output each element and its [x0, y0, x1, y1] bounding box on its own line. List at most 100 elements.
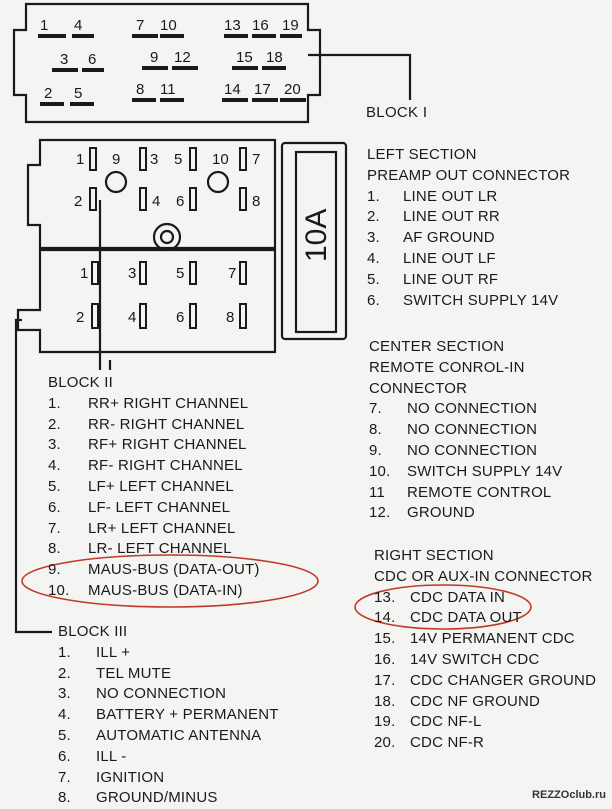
right-section: RIGHT SECTION CDC OR AUX-IN CONNECTOR 13… [374, 546, 596, 754]
list-item: 14.CDC DATA OUT [374, 609, 522, 627]
block3-title: BLOCK III [58, 623, 128, 640]
block3-leader [14, 318, 52, 634]
block3-housing [16, 248, 277, 354]
b1-pin-10: 10 [160, 17, 177, 34]
list-item: 4.BATTERY + PERMANENT [58, 706, 279, 724]
list-item: 3.AF GROUND [367, 229, 495, 247]
b1-pin-1: 1 [40, 17, 48, 34]
list-item: 10.MAUS-BUS (DATA-IN) [48, 581, 243, 599]
list-item: 16.14V SWITCH CDC [374, 650, 540, 668]
center-section: CENTER SECTION REMOTE CONROL-IN CONNECTO… [369, 337, 562, 524]
b2-pin-4: 4 [152, 193, 160, 210]
b2-pin-5: 5 [174, 151, 182, 168]
b3-pin-3: 3 [128, 265, 136, 282]
list-item: 10.SWITCH SUPPLY 14V [369, 462, 563, 480]
section-heading: LEFT SECTION [367, 146, 477, 163]
list-item: 17.CDC CHANGER GROUND [374, 671, 597, 689]
block2-pins [89, 147, 247, 329]
block1-housing [12, 2, 322, 124]
b1-pin-8: 8 [136, 81, 144, 98]
list-item: 9.MAUS-BUS (DATA-OUT) [48, 561, 260, 579]
list-item: 3.RF+ RIGHT CHANNEL [48, 436, 247, 454]
list-item: 15.14V PERMANENT CDC [374, 630, 575, 648]
section-heading: CONNECTOR [369, 379, 468, 397]
list-item: 5.LINE OUT RF [367, 270, 499, 288]
center-screw [152, 222, 182, 252]
list-item: 4.LINE OUT LF [367, 249, 496, 267]
list-item: 18.CDC NF GROUND [374, 692, 541, 710]
b1-pin-11: 11 [160, 81, 176, 98]
b3-pin-7: 7 [228, 265, 236, 282]
block2-title: BLOCK II [48, 374, 113, 391]
b3-pin-6: 6 [176, 309, 184, 326]
list-item: 2.RR- RIGHT CHANNEL [48, 415, 245, 433]
b1-pin-16: 16 [252, 17, 269, 34]
b1-pin-6: 6 [88, 51, 96, 68]
b3-pin-4: 4 [128, 309, 136, 326]
list-item: 12.GROUND [369, 504, 475, 522]
list-item: 6.LF- LEFT CHANNEL [48, 498, 231, 516]
b2-pin-1: 1 [76, 151, 84, 168]
block3-section: BLOCK III 1.ILL + 2.TEL MUTE 3.NO CONNEC… [58, 622, 279, 809]
list-item: 19.CDC NF-L [374, 713, 482, 731]
b3-pin-1: 1 [80, 265, 88, 282]
b1-pin-20: 20 [284, 81, 301, 98]
list-item: 9.NO CONNECTION [369, 441, 538, 459]
b1-pin-17: 17 [254, 81, 271, 98]
list-item: 5.AUTOMATIC ANTENNA [58, 726, 262, 744]
list-item: 1.RR+ RIGHT CHANNEL [48, 394, 249, 412]
list-item: 8.GROUND/MINUS [58, 789, 218, 807]
list-item: 1.ILL + [58, 643, 131, 661]
section-heading: REMOTE CONROL-IN [369, 358, 525, 376]
block1-leader [308, 53, 412, 100]
section-heading: CDC OR AUX-IN CONNECTOR [374, 567, 593, 585]
b1-pin-2: 2 [44, 85, 52, 102]
b2-pin-7: 7 [252, 151, 260, 168]
block2-key-right [206, 170, 230, 194]
b1-pin-19: 19 [282, 17, 299, 34]
b2-pin-8: 8 [252, 193, 260, 210]
list-item: 6.SWITCH SUPPLY 14V [367, 291, 559, 309]
b2-pin-3: 3 [150, 151, 158, 168]
list-item: 4.RF- RIGHT CHANNEL [48, 457, 243, 475]
list-item: 2.TEL MUTE [58, 664, 172, 682]
fuse-label: 10A [300, 209, 333, 262]
highlight-maus-bus [21, 554, 319, 608]
block1-title: BLOCK I [366, 104, 428, 121]
b3-pin-8: 8 [226, 309, 234, 326]
list-item: 1.LINE OUT LR [367, 187, 498, 205]
b1-pin-4: 4 [74, 17, 82, 34]
list-item: 7.LR+ LEFT CHANNEL [48, 519, 236, 537]
b2-pin-10: 10 [212, 151, 229, 168]
left-section: LEFT SECTION PREAMP OUT CONNECTOR 1.LINE… [367, 145, 570, 311]
block1-pins [38, 34, 306, 106]
fuse-housing [280, 141, 348, 341]
watermark: REZZOclub.ru [532, 789, 606, 801]
b1-pin-3: 3 [60, 51, 68, 68]
b1-pin-18: 18 [266, 49, 283, 66]
b1-pin-15: 15 [236, 49, 253, 66]
b1-pin-7: 7 [136, 17, 144, 34]
section-heading: CENTER SECTION [369, 338, 505, 355]
section-heading: PREAMP OUT CONNECTOR [367, 166, 571, 184]
b1-pin-5: 5 [74, 85, 82, 102]
highlight-cdc-data [354, 584, 532, 630]
list-item: 8.NO CONNECTION [369, 421, 538, 439]
b2-pin-2: 2 [74, 193, 82, 210]
block2-key-left [104, 170, 128, 194]
b1-pin-12: 12 [174, 49, 191, 66]
list-item: 13.CDC DATA IN [374, 588, 505, 606]
b1-pin-13: 13 [224, 17, 241, 34]
list-item: 5.LF+ LEFT CHANNEL [48, 477, 234, 495]
b1-pin-9: 9 [150, 49, 158, 66]
b1-pin-14: 14 [224, 81, 241, 98]
section-heading: RIGHT SECTION [374, 547, 494, 564]
list-item: 7.IGNITION [58, 768, 165, 786]
block2-housing [26, 138, 277, 250]
b3-pin-5: 5 [176, 265, 184, 282]
b2-pin-6: 6 [176, 193, 184, 210]
list-item: 20.CDC NF-R [374, 734, 485, 752]
list-item: 8.LR- LEFT CHANNEL [48, 540, 232, 558]
